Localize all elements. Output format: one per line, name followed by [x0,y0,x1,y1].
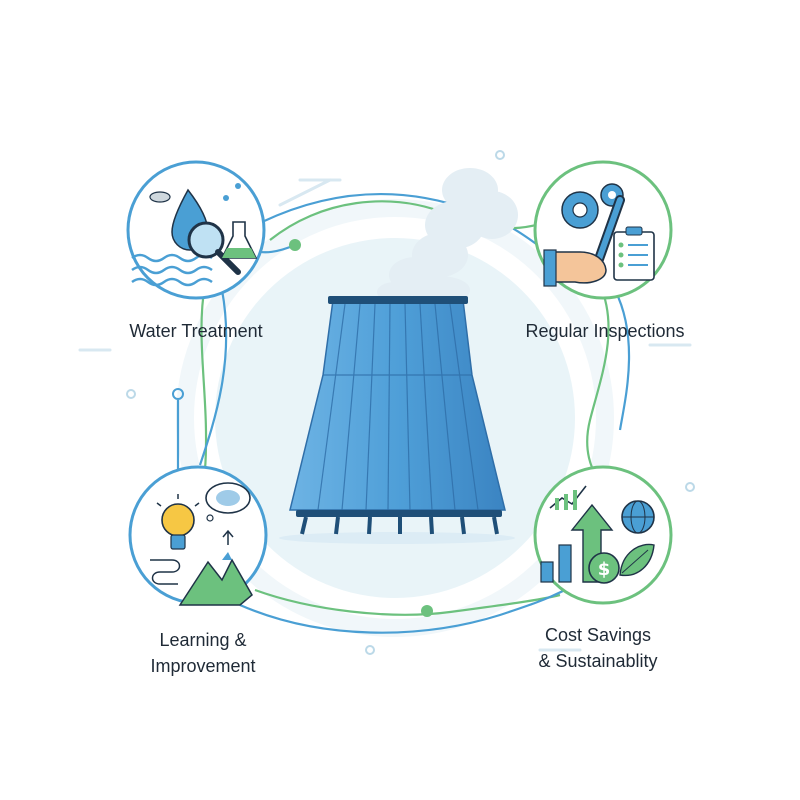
connector-node [172,388,184,400]
dollar-coin-icon: $ [588,552,620,584]
svg-text:$: $ [598,559,611,580]
cloud-icon [149,191,171,203]
learning-improvement-label-line2: Improvement [150,656,256,676]
waves-icon [131,253,213,287]
connector-node [421,605,433,617]
lightbulb-icon [156,494,200,550]
cost-savings-label: Cost Savings & Sustainablity [498,622,698,674]
connector-node [126,389,136,399]
regular-inspections-badge [533,160,673,300]
water-treatment-label-text: Water Treatment [129,321,263,341]
connector-node [495,150,505,160]
regular-inspections-label: Regular Inspections [505,318,705,344]
connector-node [685,482,695,492]
learning-improvement-badge [128,465,268,606]
flask-icon [220,183,258,259]
clipboard-icon [613,226,655,281]
bar-chart-icon [540,485,587,583]
connector-node [365,645,375,655]
brain-thought-bubble-icon [205,482,251,522]
mountain-icon [178,552,253,606]
cost-savings-label-line1: Cost Savings [544,625,652,645]
gear-icon [561,183,624,229]
cooling-tower-icon [279,296,515,544]
hand-icon [543,249,607,287]
path-arrow-icon [150,529,234,585]
decorative-dashes [78,178,692,652]
background-halo-ring [176,199,614,637]
water-treatment-label: Water Treatment [96,318,296,344]
leaf-icon [619,543,655,577]
magnifier-icon [187,221,241,275]
connector-node [289,239,301,251]
globe-icon [621,500,655,534]
cost-savings-badge: $ [533,465,673,605]
cost-savings-label-line2: & Sustainablity [538,651,658,671]
wrench-icon [593,195,625,267]
regular-inspections-label-text: Regular Inspections [525,321,685,341]
learning-improvement-label-line1: Learning & [159,630,247,650]
water-treatment-badge [126,160,266,300]
learning-improvement-label: Learning & Improvement [103,627,303,679]
